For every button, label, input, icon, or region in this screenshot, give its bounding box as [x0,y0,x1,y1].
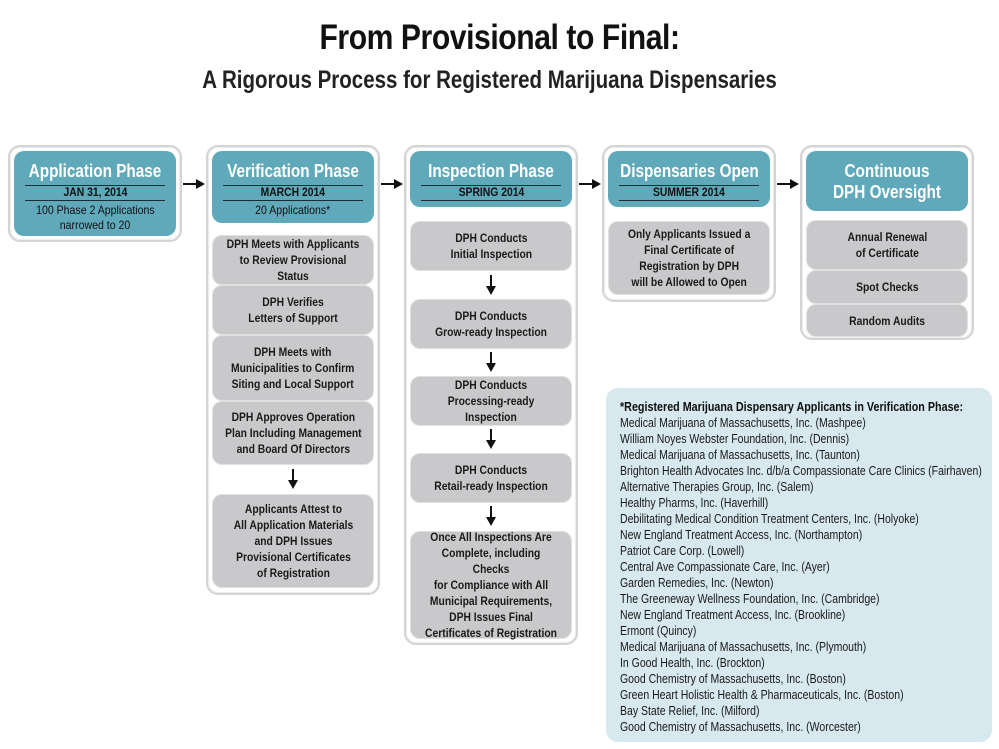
applicant-item: New England Treatment Access, Inc. (Nort… [620,528,863,542]
applicant-item: Bay State Relief, Inc. (Milford) [620,704,760,718]
phase-date: JAN 31, 2014 [25,185,165,201]
step-box: Once All Inspections Are Complete, inclu… [410,530,572,640]
applicant-item: Alternative Therapies Group, Inc. (Salem… [620,480,814,494]
arrow-down-icon [486,275,496,295]
phase-name: Inspection Phase [428,161,554,181]
applicant-item: Garden Remedies, Inc. (Newton) [620,576,774,590]
arrow-right-icon [579,179,601,189]
verification-phase-column: Verification Phase MARCH 2014 20 Applica… [206,145,380,595]
applicant-item: Brighton Health Advocates Inc. d/b/a Com… [620,464,982,478]
applicants-heading: *Registered Marijuana Dispensary Applica… [620,400,964,414]
phase-name: Dispensaries Open [620,161,759,181]
applicant-item: New England Treatment Access, Inc. (Broo… [620,608,846,622]
arrow-right-icon [183,179,205,189]
phase-name: Verification Phase [227,161,359,181]
step-box: DPH Meets with Municipalities to Confirm… [212,335,374,401]
applicant-item: The Greeneway Wellness Foundation, Inc. … [620,592,880,606]
step-box: DPH Verifies Letters of Support [212,285,374,335]
phase-header: Dispensaries Open SUMMER 2014 [608,151,770,207]
applicant-item: In Good Health, Inc. (Brockton) [620,656,765,670]
phase-header: Verification Phase MARCH 2014 20 Applica… [212,151,374,223]
page-subtitle: A Rigorous Process for Registered Mariju… [202,66,777,94]
arrow-down-icon [486,429,496,449]
applicant-item: Green Heart Holistic Health & Pharmaceut… [620,688,904,702]
phase-name: Application Phase [28,161,162,181]
applicant-item: Ermont (Quincy) [620,624,697,638]
dispensaries-open-column: Dispensaries Open SUMMER 2014 Only Appli… [602,145,776,302]
applicant-item: William Noyes Webster Foundation, Inc. (… [620,432,850,446]
arrow-right-icon [777,179,799,189]
step-box: DPH Approves Operation Plan Including Ma… [212,401,374,465]
step-box: DPH Conducts Grow-ready Inspection [410,299,572,349]
applicant-item: Debilitating Medical Condition Treatment… [620,512,919,526]
arrow-down-icon [486,506,496,526]
applicants-panel: *Registered Marijuana Dispensary Applica… [606,388,992,742]
applicant-item: Patriot Care Corp. (Lowell) [620,544,745,558]
applicant-item: Medical Marijuana of Massachusetts, Inc.… [620,640,867,654]
step-box: DPH Conducts Initial Inspection [410,221,572,271]
step-box: Only Applicants Issued a Final Certifica… [608,221,770,295]
phase-date: SUMMER 2014 [619,185,759,201]
arrow-down-icon [288,469,298,489]
phase-date: MARCH 2014 [223,185,363,201]
step-box: DPH Conducts Retail-ready Inspection [410,453,572,503]
applicant-item: Good Chemistry of Massachusetts, Inc. (W… [620,720,861,734]
phase-date: SPRING 2014 [421,185,561,201]
phase-description: 20 Applications* [255,203,331,217]
step-box: DPH Conducts Processing-ready Inspection [410,376,572,426]
step-box: Random Audits [806,304,968,337]
arrow-right-icon [381,179,403,189]
arrow-down-icon [486,352,496,372]
phase-header: Application Phase JAN 31, 2014 100 Phase… [14,151,176,236]
step-box: DPH Meets with Applicants to Review Prov… [212,235,374,285]
applicant-item: Good Chemistry of Massachusetts, Inc. (B… [620,672,846,686]
step-box: Applicants Attest to All Application Mat… [212,494,374,588]
step-box: Annual Renewal of Certificate [806,220,968,270]
applicant-item: Medical Marijuana of Massachusetts, Inc.… [620,448,860,462]
step-box: Spot Checks [806,270,968,304]
applicants-list: Medical Marijuana of Massachusetts, Inc.… [620,415,992,735]
phase-header: Inspection Phase SPRING 2014 [410,151,572,207]
applicant-item: Medical Marijuana of Massachusetts, Inc.… [620,416,866,430]
page-title: From Provisional to Final: [319,18,680,57]
application-phase-column: Application Phase JAN 31, 2014 100 Phase… [8,145,182,242]
inspection-phase-column: Inspection Phase SPRING 2014 DPH Conduct… [404,145,578,645]
applicant-item: Healthy Pharms, Inc. (Haverhill) [620,496,769,510]
applicant-item: Central Ave Compassionate Care, Inc. (Ay… [620,560,830,574]
